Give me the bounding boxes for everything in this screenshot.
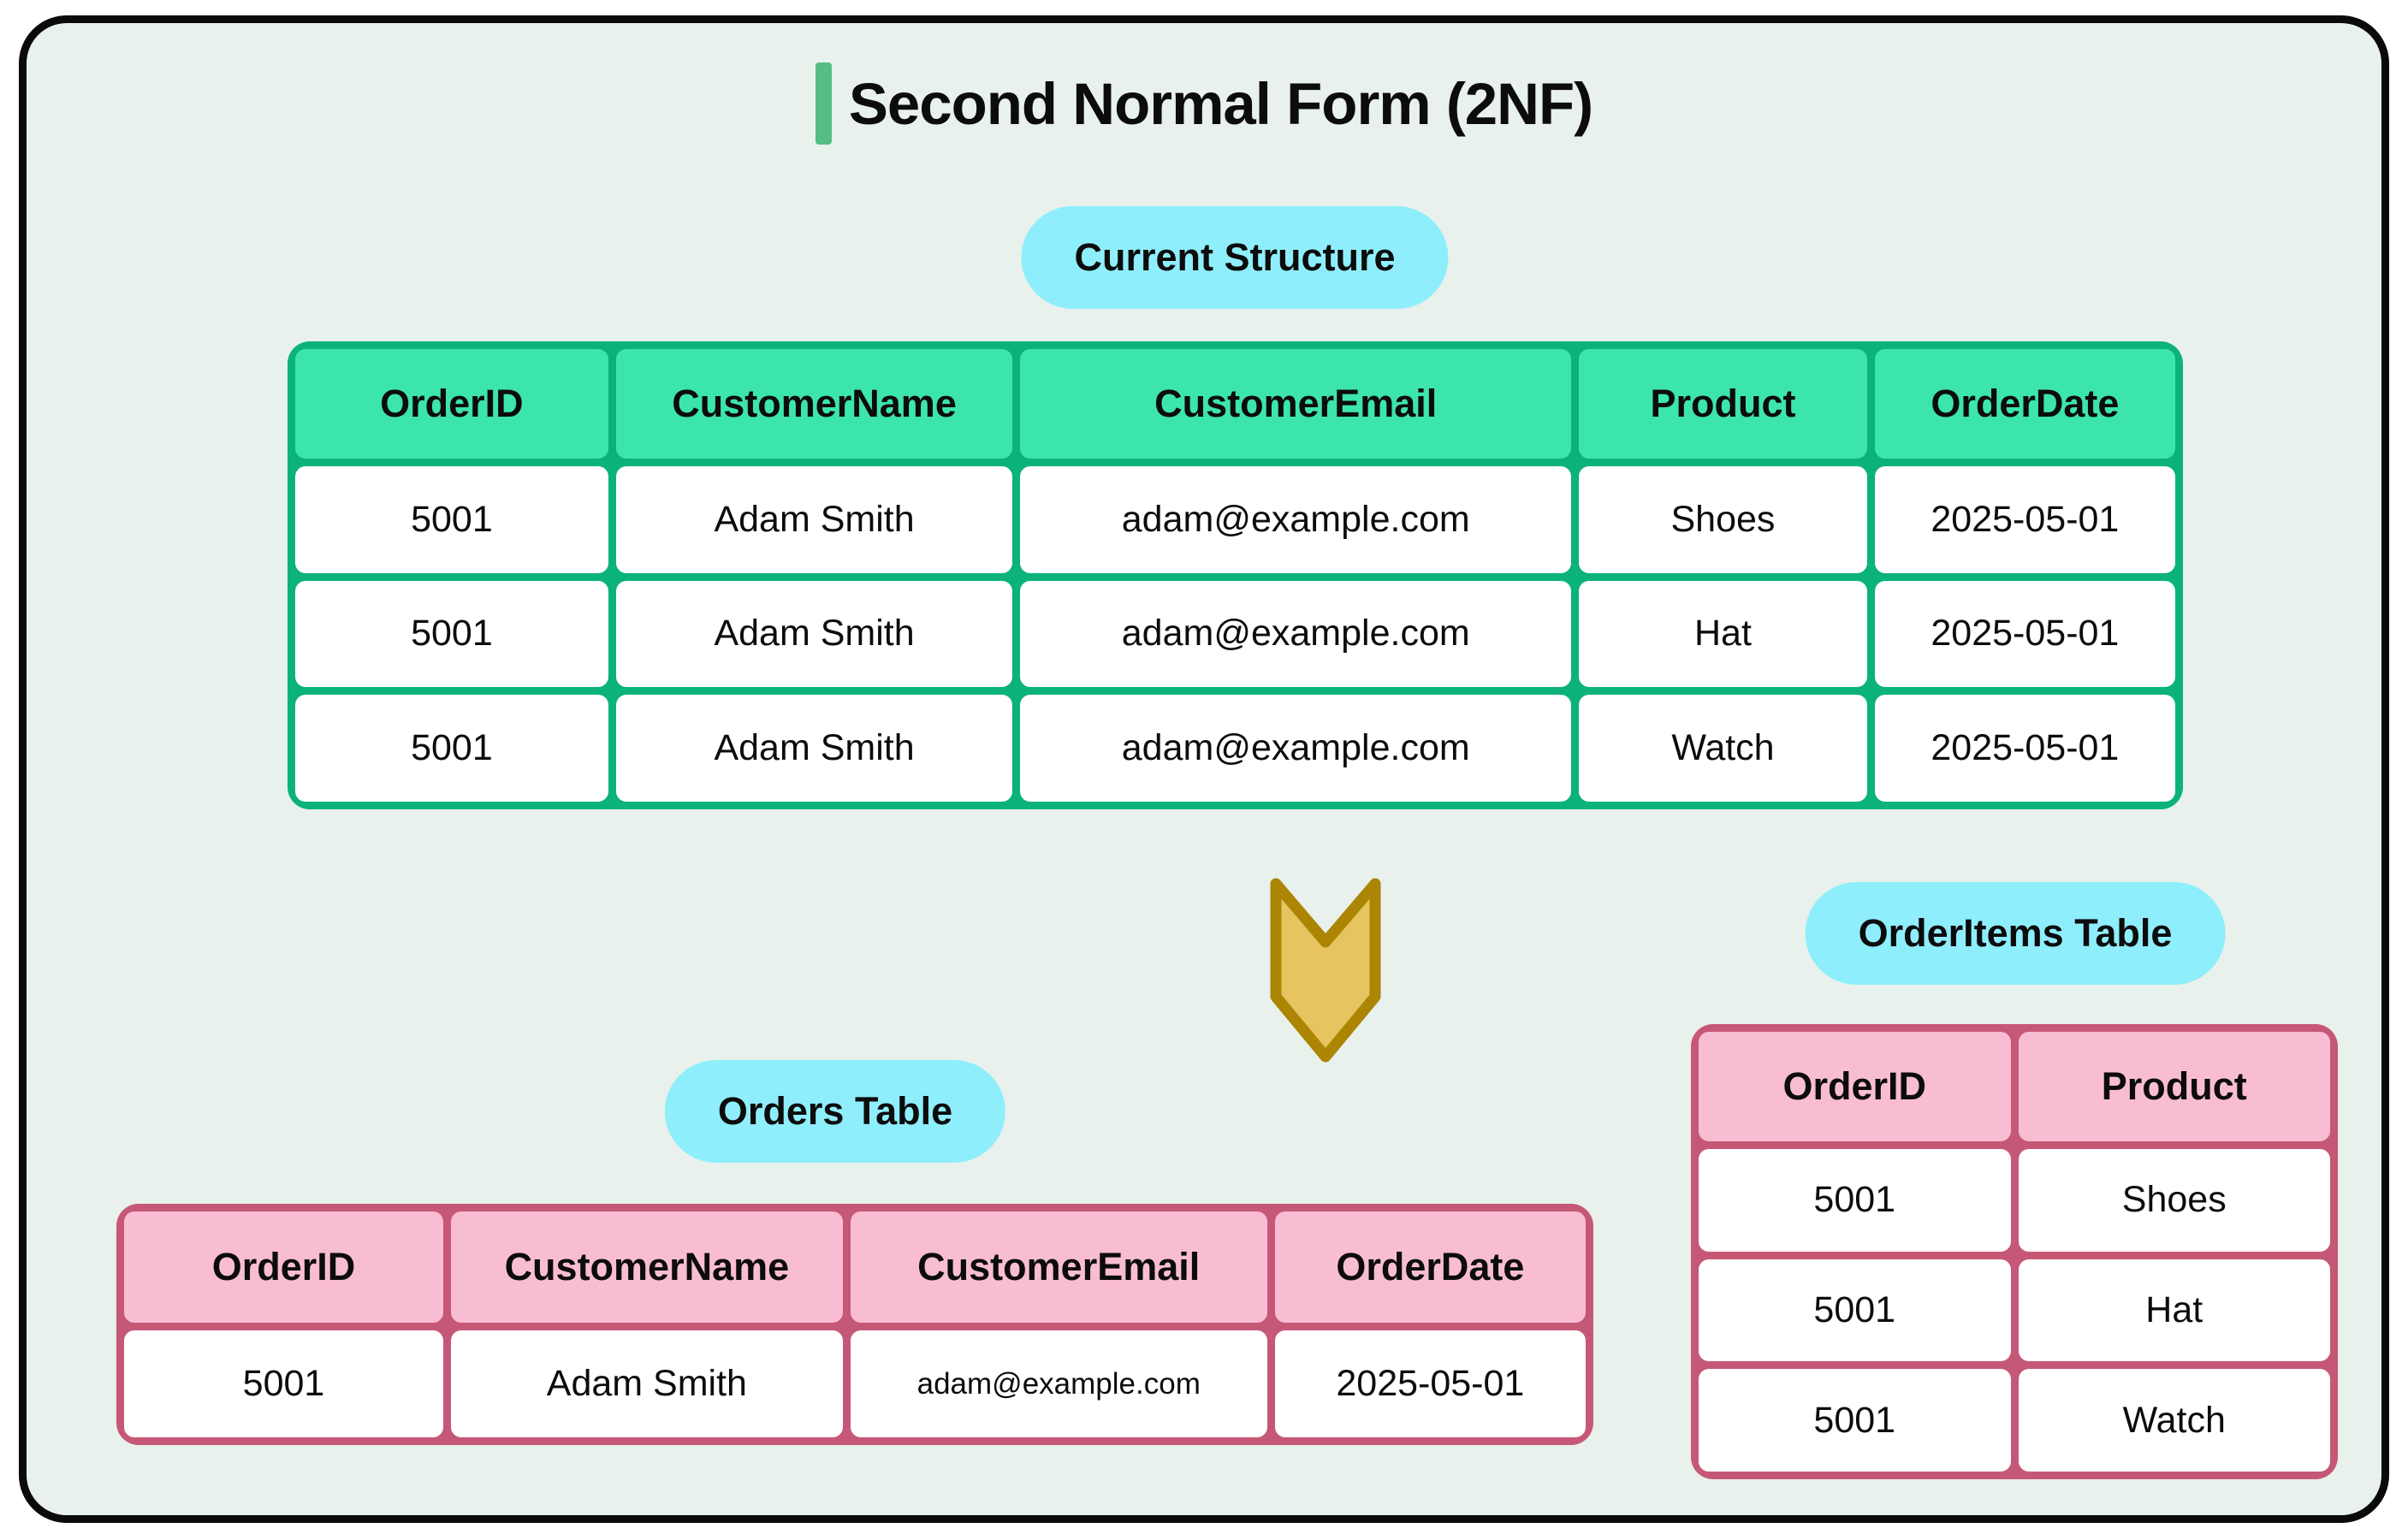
- header-cell: Product: [2018, 1032, 2330, 1141]
- data-cell: Adam Smith: [615, 466, 1013, 573]
- data-cell: Hat: [2018, 1259, 2330, 1362]
- data-cell: 5001: [1699, 1259, 2011, 1362]
- data-cell: Hat: [1579, 580, 1867, 688]
- header-cell: OrderDate: [1874, 349, 2175, 459]
- header-cell: CustomerEmail: [850, 1211, 1267, 1323]
- data-cell: 2025-05-01: [1874, 466, 2175, 573]
- header-cell: CustomerEmail: [1020, 349, 1572, 459]
- data-cell: 2025-05-01: [1874, 580, 2175, 688]
- data-cell: 5001: [295, 466, 608, 573]
- data-cell: 5001: [124, 1330, 443, 1437]
- page-title: Second Normal Form (2NF): [848, 70, 1593, 137]
- down-chevron-icon: [1270, 878, 1381, 1063]
- header-cell: Product: [1579, 349, 1867, 459]
- data-cell: 2025-05-01: [1274, 1330, 1586, 1437]
- orderitems-table-badge-label: OrderItems Table: [1858, 911, 2173, 955]
- diagram-canvas: Second Normal Form (2NF) Current Structu…: [19, 15, 2389, 1523]
- orderitems-table: OrderID Product 5001 Shoes 5001 Hat 5001…: [1691, 1024, 2338, 1479]
- current-structure-table: OrderID CustomerName CustomerEmail Produ…: [288, 341, 2183, 809]
- decompose-arrow: [1269, 877, 1382, 1065]
- header-cell: OrderID: [124, 1211, 443, 1323]
- data-cell: adam@example.com: [1020, 580, 1572, 688]
- orders-table-badge: Orders Table: [664, 1060, 1006, 1163]
- data-cell: 5001: [295, 695, 608, 802]
- header-cell: CustomerName: [451, 1211, 843, 1323]
- data-cell: 2025-05-01: [1874, 695, 2175, 802]
- header-cell: OrderDate: [1274, 1211, 1586, 1323]
- current-structure-badge-label: Current Structure: [1074, 235, 1396, 279]
- data-cell: 5001: [295, 580, 608, 688]
- header-cell: OrderID: [1699, 1032, 2011, 1141]
- data-cell: 5001: [1699, 1369, 2011, 1472]
- data-cell: Adam Smith: [615, 695, 1013, 802]
- orderitems-table-badge: OrderItems Table: [1805, 882, 2226, 985]
- orders-table: OrderID CustomerName CustomerEmail Order…: [116, 1204, 1593, 1445]
- data-cell: Watch: [2018, 1369, 2330, 1472]
- data-cell: adam@example.com: [1020, 695, 1572, 802]
- title-accent-bar: [815, 62, 832, 145]
- page-title-row: Second Normal Form (2NF): [27, 62, 2381, 145]
- data-cell: adam@example.com: [850, 1330, 1267, 1437]
- data-cell: Shoes: [1579, 466, 1867, 573]
- data-cell: Shoes: [2018, 1149, 2330, 1252]
- current-structure-badge: Current Structure: [1021, 206, 1449, 309]
- header-cell: CustomerName: [615, 349, 1013, 459]
- data-cell: Adam Smith: [615, 580, 1013, 688]
- data-cell: Adam Smith: [451, 1330, 843, 1437]
- data-cell: 5001: [1699, 1149, 2011, 1252]
- data-cell: Watch: [1579, 695, 1867, 802]
- header-cell: OrderID: [295, 349, 608, 459]
- orders-table-badge-label: Orders Table: [717, 1089, 953, 1133]
- data-cell: adam@example.com: [1020, 466, 1572, 573]
